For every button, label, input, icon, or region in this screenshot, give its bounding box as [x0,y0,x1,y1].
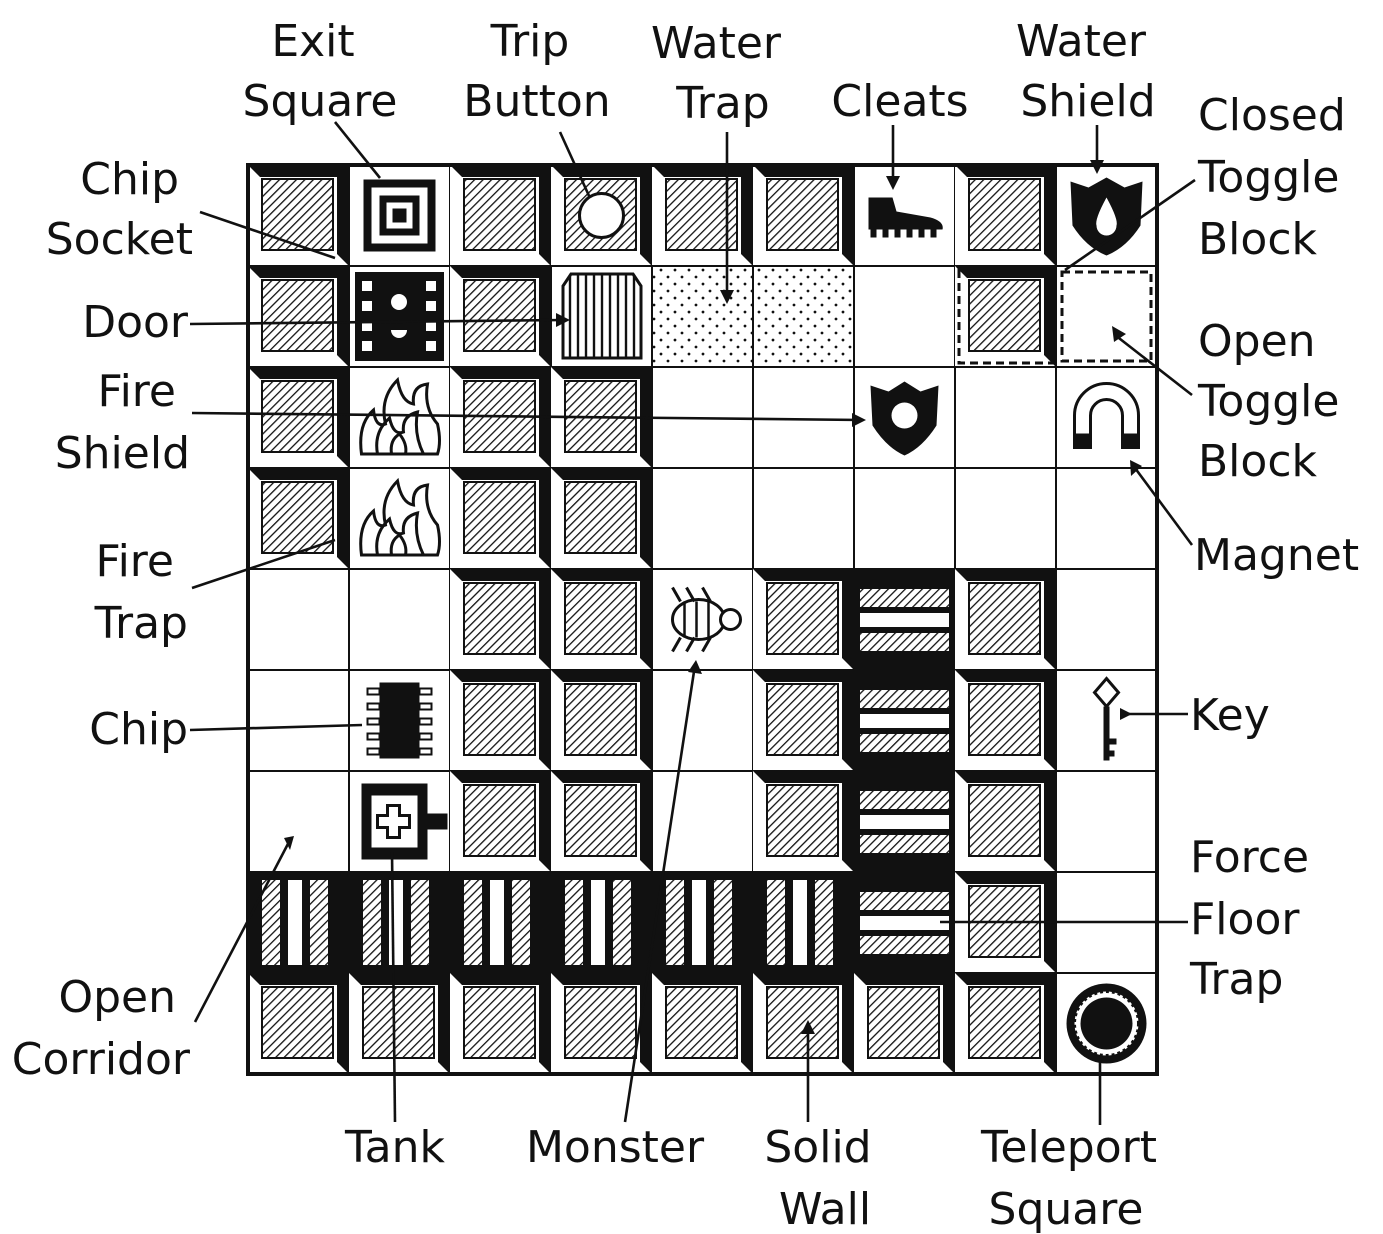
tile-open-floor [955,367,1056,468]
tile-solid-wall [248,266,349,367]
label-key: Key [1190,690,1270,741]
tile-solid-wall [753,670,854,771]
tile-solid-wall [248,468,349,569]
tile-force-floor-vertical [551,872,652,973]
tile-open-floor [652,468,753,569]
tile-force-floor-vertical [753,872,854,973]
label-fire-shield: Fire Shield [55,366,190,479]
label-closed-toggle-block: Closed Toggle Block [1197,90,1360,265]
tile-solid-wall [349,973,450,1074]
tile-open-floor [248,771,349,872]
tile-force-floor-vertical [248,872,349,973]
tile-open-floor [248,670,349,771]
tile-force-floor-horizontal [854,569,955,670]
tile-solid-wall [955,771,1056,872]
tile-solid-wall [955,670,1056,771]
tile-solid-wall [551,973,652,1074]
tile-solid-wall [450,266,551,367]
label-chip-socket: Chip Socket [46,154,193,265]
label-tank: Tank [344,1122,445,1173]
tile-teleport-square [1056,973,1157,1074]
tile-open-toggle-block [1056,266,1157,367]
label-monster: Monster [526,1122,705,1173]
tile-force-floor-horizontal [854,670,955,771]
tile-open-floor [652,771,753,872]
game-board [248,165,1157,1074]
label-cleats: Cleats [831,76,968,127]
tile-solid-wall [955,569,1056,670]
label-force-floor-trap: Force Floor Trap [1189,832,1323,1005]
tile-solid-wall [753,771,854,872]
tile-magnet [1056,367,1157,468]
tile-water-trap [652,266,753,367]
tile-solid-wall [450,468,551,569]
label-fire-trap: Fire Trap [94,536,188,649]
label-water-trap: Water Trap [651,18,795,129]
tile-water-trap [753,266,854,367]
tile-trip-button [551,165,652,266]
tile-force-floor-horizontal [854,872,955,973]
tile-open-floor [652,670,753,771]
tile-solid-wall [450,771,551,872]
tile-open-floor [1056,771,1157,872]
tile-solid-wall [450,569,551,670]
tile-closed-toggle-block [955,266,1056,367]
tile-solid-wall [450,670,551,771]
tile-tank [349,771,450,872]
label-magnet: Magnet [1194,530,1359,581]
label-open-toggle-block: Open Toggle Block [1197,316,1353,487]
tile-solid-wall [753,973,854,1074]
tile-fire-shield [854,367,955,468]
tile-solid-wall [248,973,349,1074]
tile-open-floor [349,569,450,670]
label-water-shield: Water Shield [1016,16,1160,127]
label-solid-wall: Solid Wall [764,1122,885,1234]
tile-cleats [854,165,955,266]
tile-solid-wall [955,165,1056,266]
tile-solid-wall [551,771,652,872]
label-chip: Chip [89,704,188,755]
label-open-corridor: Open Corridor [12,972,191,1085]
tile-solid-wall [551,670,652,771]
tile-solid-wall [652,165,753,266]
tile-open-floor [753,468,854,569]
tile-exit-square [349,165,450,266]
tile-open-floor [1056,569,1157,670]
tile-force-floor-vertical [450,872,551,973]
label-teleport-square: Teleport Square [980,1122,1171,1234]
tile-open-floor [248,569,349,670]
tile-solid-wall [753,569,854,670]
tile-solid-wall [753,165,854,266]
tile-open-floor [753,367,854,468]
tile-force-floor-horizontal [854,771,955,872]
tile-solid-wall [551,468,652,569]
tile-key [1056,670,1157,771]
tile-door [551,266,652,367]
label-exit-square: Exit Square [243,16,398,127]
tile-solid-wall [551,569,652,670]
tile-solid-wall [248,367,349,468]
tile-open-floor [955,468,1056,569]
tile-monster [652,569,753,670]
tile-open-floor [854,468,955,569]
tile-fire-trap [349,367,450,468]
tile-chip-socket [349,266,450,367]
tile-force-floor-vertical [652,872,753,973]
label-door: Door [82,297,189,348]
tile-solid-wall [248,165,349,266]
tile-open-floor [854,266,955,367]
tile-fire-trap [349,468,450,569]
tile-solid-wall [450,973,551,1074]
label-trip-button: Trip Button [463,16,610,127]
tile-solid-wall [854,973,955,1074]
tile-chip [349,670,450,771]
tile-solid-wall [955,973,1056,1074]
tile-force-floor-vertical [349,872,450,973]
tile-open-floor [1056,468,1157,569]
tile-solid-wall [652,973,753,1074]
tile-solid-wall [450,165,551,266]
